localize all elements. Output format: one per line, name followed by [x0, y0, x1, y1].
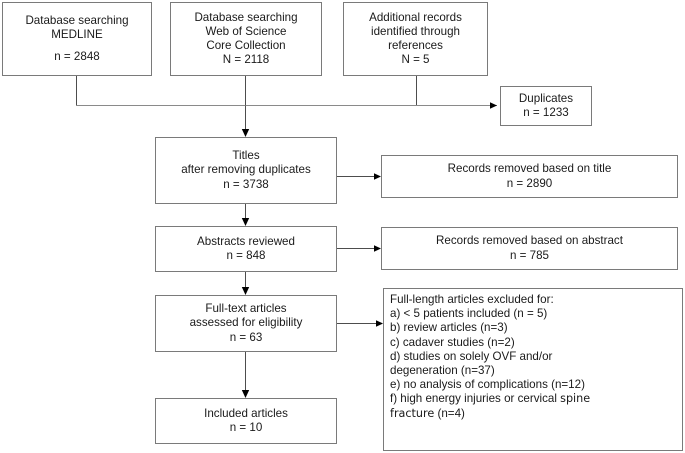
source-wos-line-3: Core Collection: [206, 39, 286, 52]
abstracts-label: Abstracts reviewed: [197, 234, 295, 248]
excluded-item-f-line-1: f) high energy injuries or cervical spin…: [390, 392, 590, 406]
source-medline-count: n = 2848: [54, 49, 100, 63]
node-source-medline: Database searching MEDLINE n = 2848: [2, 2, 152, 76]
source-references-line-3: references: [388, 39, 443, 52]
node-titles: Titles after removing duplicates n = 373…: [155, 137, 337, 204]
excluded-item-f-prefix: f) high energy injuries or cervical: [390, 392, 561, 406]
titles-count: n = 3738: [223, 177, 269, 191]
excluded-item-f-tail: (n=4): [434, 406, 465, 420]
arrowhead-titles: [241, 129, 250, 137]
removed-abstract-label: Records removed based on abstract: [436, 234, 623, 248]
removed-title-count: n = 2890: [506, 176, 553, 190]
arrowhead-fulltext: [241, 287, 250, 295]
source-references-line-2: identified through: [371, 24, 460, 38]
excluded-item-a: a) < 5 patients included (n = 5): [390, 307, 548, 321]
source-medline-line-1: Database searching: [25, 14, 129, 28]
fulltext-line-2: assessed for eligibility: [189, 316, 303, 330]
node-removed-based-on-title: Records removed based on title n = 2890: [381, 155, 678, 198]
included-count: n = 10: [229, 421, 263, 434]
excluded-item-f-emphasis-2: fracture: [390, 406, 435, 420]
excluded-item-d-line-2: degeneration (n=37): [390, 364, 495, 378]
removed-abstract-count: n = 785: [509, 248, 549, 262]
titles-line-1: Titles: [232, 149, 260, 163]
source-wos-line-1: Database searching: [194, 10, 298, 24]
arrowhead-excluded: [376, 320, 383, 327]
node-source-web-of-science: Database searching Web of Science Core C…: [170, 2, 322, 76]
node-source-references: Additional records identified through re…: [343, 2, 488, 76]
abstracts-count: n = 848: [226, 249, 266, 262]
excluded-item-e: e) no analysis of complications (n=12): [390, 378, 585, 392]
fulltext-line-1: Full-text articles: [205, 302, 287, 316]
arrowhead-removed-title: [374, 173, 381, 180]
removed-title-label: Records removed based on title: [447, 162, 612, 176]
excluded-item-f-emphasis: spine: [560, 392, 591, 406]
node-abstracts-reviewed: Abstracts reviewed n = 848: [155, 226, 337, 272]
arrowhead-duplicates: [490, 102, 497, 109]
arrowhead-included: [241, 390, 250, 398]
node-included-articles: Included articles n = 10: [155, 398, 337, 444]
source-medline-line-2: MEDLINE: [51, 28, 103, 42]
duplicates-count: n = 1233: [523, 106, 569, 119]
node-excluded-reasons: Full-length articles excluded for: a) < …: [383, 288, 683, 451]
excluded-item-d-line-1: d) studies on solely OVF and/or: [390, 349, 553, 363]
source-wos-count: N = 2118: [222, 53, 270, 67]
excluded-item-f-line-2: fracture (n=4): [390, 407, 465, 421]
arrowhead-abstracts: [241, 218, 250, 226]
arrowhead-removed-abstract: [374, 245, 381, 252]
duplicates-label: Duplicates: [518, 91, 574, 105]
node-removed-based-on-abstract: Records removed based on abstract n = 78…: [381, 227, 678, 270]
source-references-line-1: Additional records: [369, 10, 462, 24]
source-references-count: N = 5: [401, 53, 430, 67]
excluded-heading: Full-length articles excluded for:: [390, 293, 554, 306]
fulltext-count: n = 63: [229, 330, 263, 344]
source-wos-line-2: Web of Science: [205, 24, 287, 38]
titles-line-2: after removing duplicates: [181, 163, 311, 177]
node-fulltext-articles: Full-text articles assessed for eligibil…: [155, 295, 337, 352]
included-label: Included articles: [204, 406, 288, 420]
excluded-item-b: b) review articles (n=3): [390, 321, 508, 335]
excluded-item-c: c) cadaver studies (n=2): [390, 335, 515, 349]
node-duplicates: Duplicates n = 1233: [500, 86, 592, 126]
